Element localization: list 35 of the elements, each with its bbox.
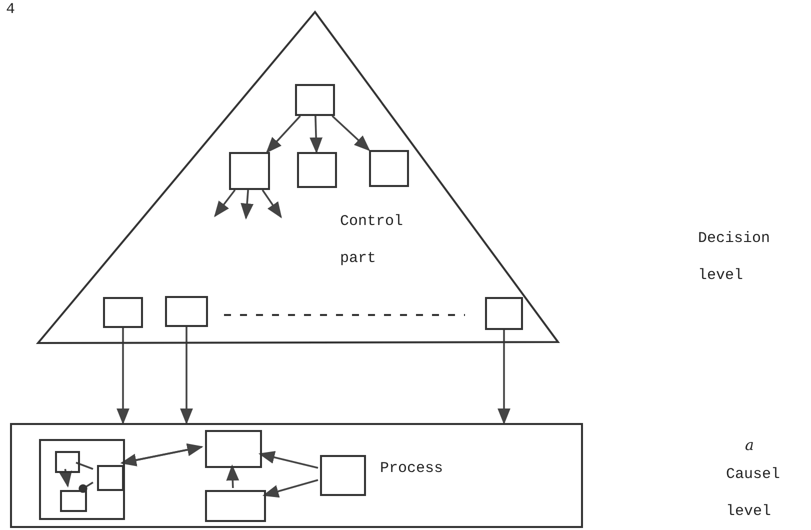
arrow xyxy=(262,190,282,218)
arrow xyxy=(226,464,240,488)
block-box xyxy=(165,296,208,327)
block-box xyxy=(205,430,262,468)
node-label: Control part xyxy=(340,212,404,269)
arrow xyxy=(310,116,323,154)
arrow xyxy=(498,330,510,425)
control-triangle xyxy=(36,10,560,346)
subsystem-box xyxy=(39,439,125,520)
block-box xyxy=(485,297,523,330)
arrow xyxy=(214,189,236,218)
block-box xyxy=(229,152,270,190)
level-label: Decision level xyxy=(698,229,772,286)
block-box xyxy=(97,465,124,491)
block-box xyxy=(60,490,87,512)
block-box xyxy=(295,84,335,116)
arrow xyxy=(180,327,193,425)
block-box xyxy=(103,297,143,328)
block-box xyxy=(205,490,266,522)
arrow xyxy=(332,115,370,152)
level-label: Causel level xyxy=(726,465,782,522)
block-box xyxy=(55,451,80,473)
block-box xyxy=(297,152,337,188)
page-number: 4 xyxy=(6,2,16,18)
arrow xyxy=(59,468,72,488)
arrow xyxy=(240,190,254,220)
node-label: Process xyxy=(380,459,444,479)
arrow xyxy=(258,451,318,469)
handwritten-correction: a xyxy=(745,437,755,453)
block-box xyxy=(320,455,366,496)
arrow xyxy=(266,115,301,154)
arrow xyxy=(116,328,130,425)
arrow xyxy=(262,479,318,498)
block-box xyxy=(369,150,409,187)
process-band xyxy=(10,423,583,528)
